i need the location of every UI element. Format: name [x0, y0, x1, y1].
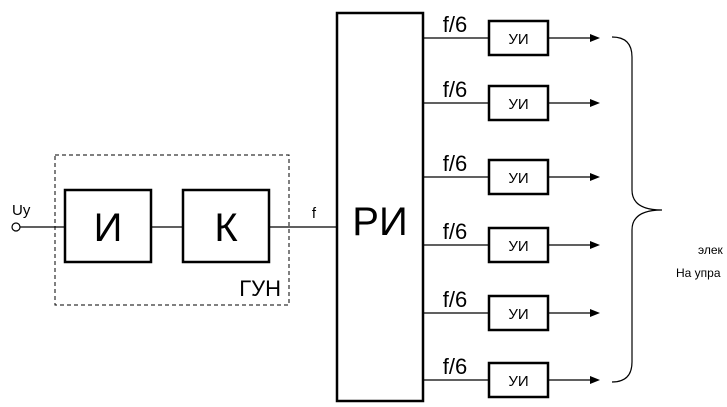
destination-line-1: элек [698, 243, 724, 257]
arrow-head-icon [590, 376, 600, 384]
destination-line-2: На упра [676, 266, 721, 280]
pulse-shaper-block [487, 361, 550, 399]
pulse-shaper-block [487, 158, 550, 196]
input-terminal [11, 222, 21, 232]
pulse-shaper-label: УИ [508, 170, 528, 187]
channel-frequency-label: f/6 [443, 77, 467, 102]
pulse-shaper-block [487, 84, 550, 122]
pulse-distributor-label: РИ [352, 200, 407, 244]
integrator-label: И [94, 206, 123, 250]
pulse-distributor-block [335, 11, 425, 403]
channel-frequency-label: f/6 [443, 12, 467, 37]
pulse-shaper-label: УИ [508, 96, 528, 113]
integrator-block [63, 188, 153, 264]
pulse-shaper-label: УИ [508, 31, 528, 48]
pulse-shaper-block [487, 226, 550, 264]
arrow-head-icon [590, 173, 600, 181]
grouping-brace [611, 36, 663, 383]
arrow-head-icon [590, 241, 600, 249]
vco-group-boundary [54, 154, 290, 306]
input-label: Uy [12, 202, 31, 219]
channel-frequency-label: f/6 [443, 287, 467, 312]
arrow-head-icon [590, 309, 600, 317]
pulse-shaper-label: УИ [508, 238, 528, 255]
channel-frequency-label: f/6 [443, 354, 467, 379]
comparator-block [181, 188, 271, 264]
pulse-shaper-label: УИ [508, 373, 528, 390]
f-label: f [312, 205, 317, 222]
pulse-shaper-label: УИ [508, 306, 528, 323]
comparator-label: К [214, 206, 238, 250]
arrow-head-icon [590, 99, 600, 107]
arrow-head-icon [590, 34, 600, 42]
channel-frequency-label: f/6 [443, 219, 467, 244]
vco-group-label: ГУН [239, 276, 281, 301]
channel-frequency-label: f/6 [443, 151, 467, 176]
